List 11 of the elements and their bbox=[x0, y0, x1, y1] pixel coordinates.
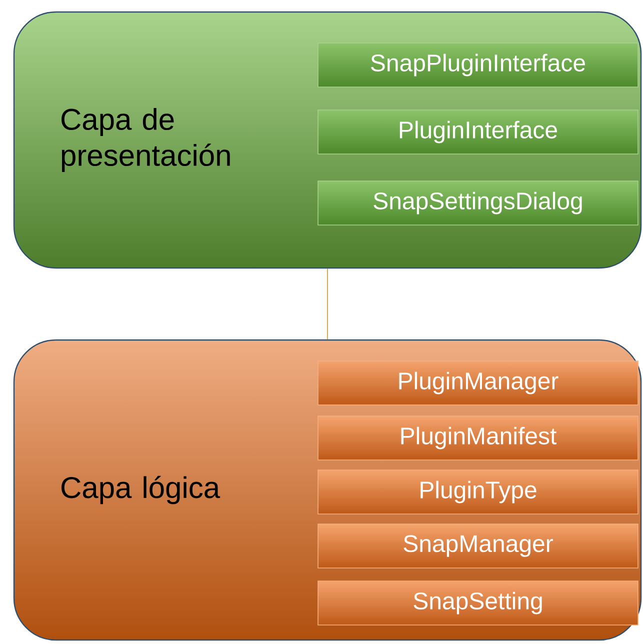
class-box: PluginManifest bbox=[318, 416, 638, 460]
layer-label: Capa lógica bbox=[62, 476, 220, 504]
class-box: PluginManager bbox=[318, 360, 638, 406]
class-box: SnapManager bbox=[318, 524, 638, 568]
class-box: PluginType bbox=[318, 470, 638, 514]
class-box: SnapPluginInterface bbox=[318, 42, 638, 88]
layer-label: Capa de presentación bbox=[62, 108, 230, 172]
class-box: SnapSettingsDialog bbox=[318, 180, 638, 226]
connector-line bbox=[327, 268, 328, 340]
class-box: PluginInterface bbox=[318, 110, 638, 154]
class-box: SnapSetting bbox=[318, 580, 638, 626]
